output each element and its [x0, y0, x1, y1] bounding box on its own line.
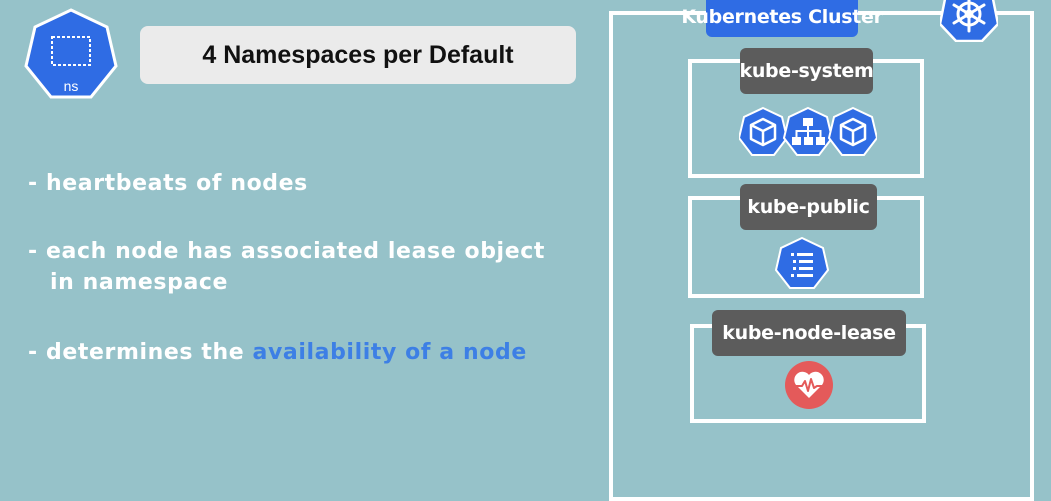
bullet-heartbeats: - heartbeats of nodes: [28, 171, 308, 196]
bullet-lease-object: - each node has associated lease object: [28, 239, 545, 264]
cube-icon: [739, 106, 789, 156]
cluster-label: Kubernetes Cluster: [681, 0, 883, 37]
list-icon: [775, 237, 829, 289]
namespace-label-kube-node-lease: kube-node-lease: [712, 310, 906, 356]
helm-wheel-icon: [940, 0, 998, 42]
heartbeat-icon: [785, 361, 833, 409]
bullet-availability-text: - determines the: [28, 340, 253, 365]
namespace-icon: ns: [24, 8, 118, 99]
namespace-label-kube-system: kube-system: [740, 48, 874, 94]
namespace-label-kube-public: kube-public: [740, 184, 877, 230]
bullet-availability-highlight: availability of a node: [252, 340, 527, 365]
hierarchy-icon: [782, 106, 834, 156]
kube-system-icons: [739, 106, 877, 156]
bullet-lease-object-continuation: in namespace: [50, 270, 229, 295]
slide-title: 4 Namespaces per Default: [140, 26, 576, 84]
namespace-icon-label: ns: [64, 78, 79, 94]
bullet-availability: - determines the availability of a node: [28, 337, 527, 368]
cube-icon: [827, 106, 877, 156]
